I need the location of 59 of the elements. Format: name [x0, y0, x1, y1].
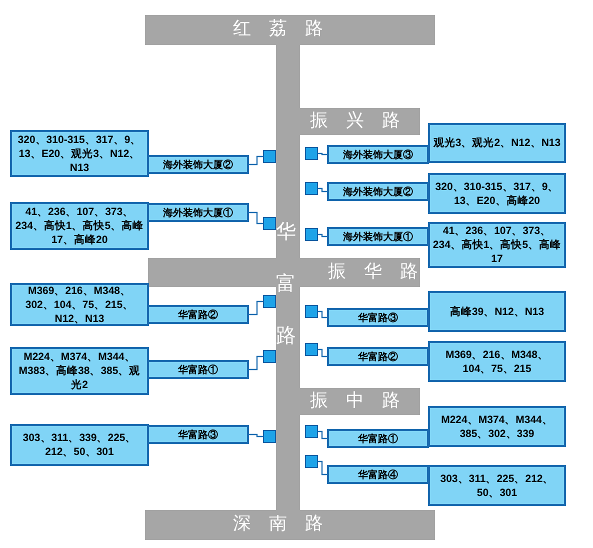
stop-name-label: 海外装饰大厦① [147, 203, 249, 222]
bus-stop-marker [305, 455, 318, 468]
road-name: 华富路 [276, 218, 296, 349]
road-band [148, 258, 276, 287]
bus-route-list: M369、216、M348、302、104、75、215、N12、N13 [10, 283, 149, 326]
road-name: 深南路 [233, 513, 341, 535]
stop-name-label: 华富路② [147, 305, 249, 324]
stop-name-label: 华富路① [147, 360, 249, 379]
stop-name-label: 海外装饰大厦① [327, 227, 429, 246]
stop-name-label: 海外装饰大厦③ [327, 145, 429, 164]
bus-stop-marker [263, 217, 276, 230]
bus-stop-marker [305, 228, 318, 241]
road-name: 振中路 [310, 390, 418, 412]
bus-route-list: 303、311、225、212、50、301 [428, 465, 566, 506]
road-name: 红荔路 [233, 18, 341, 40]
leader-line [318, 460, 327, 476]
bus-stop-marker [263, 350, 276, 363]
leader-line [318, 152, 327, 156]
leader-line [249, 356, 263, 370]
leader-line [249, 434, 263, 438]
stop-name-label: 华富路② [327, 347, 429, 366]
road-band [145, 15, 435, 45]
stop-name-label: 华富路③ [327, 308, 429, 327]
bus-stop-marker [263, 295, 276, 308]
stop-name-label: 华富路③ [147, 425, 249, 444]
bus-stop-marker [305, 425, 318, 438]
bus-route-list: M224、M374、M344、385、302、339 [428, 406, 566, 447]
bus-stop-marker [263, 430, 276, 443]
bus-route-list: M369、216、M348、104、75、215 [428, 341, 566, 382]
road-name: 振兴路 [310, 110, 418, 132]
stop-name-label: 华富路① [327, 429, 429, 448]
leader-line [318, 234, 327, 238]
leader-line [249, 300, 263, 316]
leader-line [249, 156, 263, 166]
bus-route-list: 观光3、观光2、N12、N13 [428, 123, 566, 163]
bus-route-list: M224、M374、M344、M383、高峰38、385、观光2 [10, 347, 149, 395]
bus-route-list: 320、310-315、317、9、13、E20、高峰20 [428, 173, 566, 214]
leader-line [318, 348, 327, 358]
bus-route-list: 320、310-315、317、9、13、E20、观光3、N12、N13 [10, 130, 149, 177]
leader-line [249, 212, 263, 224]
bus-stop-marker [305, 182, 318, 195]
bus-stop-marker [305, 305, 318, 318]
road-band [300, 258, 420, 287]
stop-name-label: 海外装饰大厦② [147, 155, 249, 174]
bus-stop-marker [305, 343, 318, 356]
bus-route-list: 41、236、107、373、234、高快1、高快5、高峰17 [428, 222, 566, 268]
bus-route-list: 303、311、339、225、212、50、301 [10, 424, 149, 466]
bus-stop-marker [305, 147, 318, 160]
road-band [300, 388, 420, 415]
bus-stop-marker [263, 150, 276, 163]
stop-name-label: 华富路④ [327, 465, 429, 484]
leader-line [318, 188, 327, 192]
bus-route-list: 高峰39、N12、N13 [428, 291, 566, 332]
road-band [145, 510, 435, 540]
road-band [300, 108, 420, 135]
leader-line [318, 430, 327, 440]
leader-line [318, 310, 327, 318]
stop-name-label: 海外装饰大厦② [327, 182, 429, 201]
bus-route-list: 41、236、107、373、234、高快1、高快5、高峰17、高峰20 [10, 202, 149, 250]
